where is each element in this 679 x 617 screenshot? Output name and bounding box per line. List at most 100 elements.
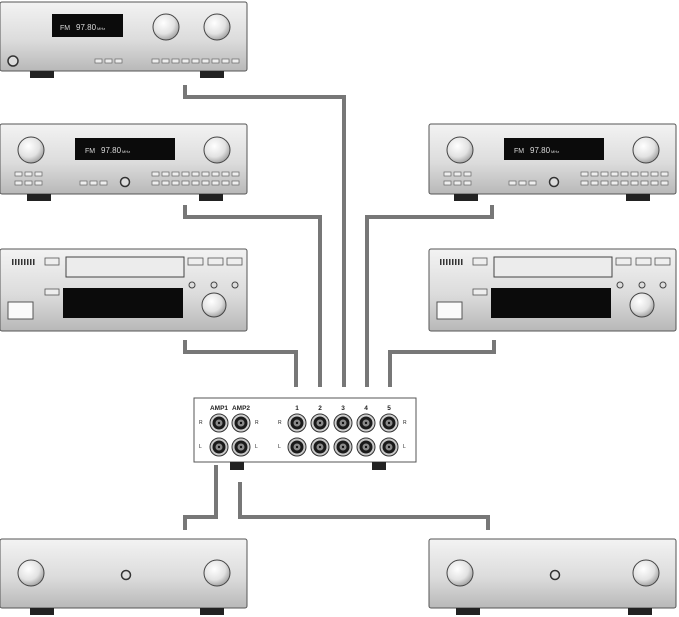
cd-tray-icon: [493, 256, 613, 278]
rca-jack-icon: [356, 413, 376, 433]
source-label-1: 1: [295, 405, 299, 412]
button-icon: [44, 257, 60, 266]
power-button-icon: [7, 55, 19, 67]
cable-right-cd: [388, 340, 496, 387]
device-foot-icon: [30, 71, 54, 78]
rca-jack-icon: [287, 437, 307, 457]
button-icon: [226, 257, 243, 266]
right-cd-player: [428, 248, 677, 332]
source-label-4: 4: [364, 405, 368, 412]
right-power-amplifier: [428, 538, 677, 615]
slot-icon: [436, 301, 463, 320]
display-band: FM: [60, 25, 70, 32]
channel-l-label: L: [255, 444, 258, 450]
button-icon: [659, 281, 667, 289]
rca-jack-icon: [209, 437, 229, 457]
left-power-amplifier: [0, 538, 248, 615]
cable-amp2-out: [238, 482, 490, 530]
button-icon: [616, 281, 624, 289]
display-icon: [504, 138, 604, 160]
device-foot-icon: [200, 71, 224, 78]
button-icon: [231, 281, 239, 289]
device-foot-icon: [30, 608, 54, 615]
display-icon: [75, 138, 175, 160]
knob-icon: [203, 13, 231, 41]
device-foot-icon: [456, 608, 480, 615]
knob-icon: [17, 559, 45, 587]
device-foot-icon: [230, 462, 244, 470]
display-unit: MHz: [122, 149, 130, 154]
knob-icon: [203, 136, 231, 164]
rca-jack-icon: [333, 413, 353, 433]
knob-icon: [203, 559, 231, 587]
button-icon: [207, 257, 224, 266]
rca-jack-icon: [209, 413, 229, 433]
rca-jack-icon: [310, 437, 330, 457]
knob-icon: [446, 559, 474, 587]
knob-icon: [17, 136, 45, 164]
cable-left-cd: [183, 340, 298, 387]
cable-amp1-out: [183, 465, 218, 530]
rca-jack-icon: [310, 413, 330, 433]
display-band: FM: [514, 148, 524, 155]
button-icon: [210, 281, 218, 289]
rca-jack-icon: [333, 437, 353, 457]
device-foot-icon: [454, 194, 478, 201]
rca-jack-icon: [231, 413, 251, 433]
button-icon: [119, 176, 131, 188]
device-foot-icon: [199, 194, 223, 201]
source-label-2: 2: [318, 405, 322, 412]
power-button-icon: [549, 569, 561, 581]
button-icon: [548, 176, 560, 188]
brand-mark-icon: [12, 259, 35, 265]
button-icon: [654, 257, 671, 266]
display-band: FM: [85, 148, 95, 155]
slot-icon: [7, 301, 34, 320]
device-foot-icon: [200, 608, 224, 615]
speaker-switch-box: AMP1 AMP2 1 2 3 4 5 R L R L R L R L: [193, 397, 417, 470]
rca-jack-icon: [379, 437, 399, 457]
amp1-label: AMP1: [210, 405, 228, 412]
button-icon: [44, 288, 60, 296]
rca-jack-icon: [379, 413, 399, 433]
device-foot-icon: [628, 608, 652, 615]
display-frequency: 97.80: [101, 146, 122, 155]
channel-r-label: R: [255, 420, 259, 426]
channel-r-label: R: [278, 420, 282, 426]
rca-jack-icon: [356, 437, 376, 457]
left-cd-player: [0, 248, 248, 332]
button-icon: [188, 281, 196, 289]
rca-jacks: [209, 413, 399, 457]
channel-l-label: L: [278, 444, 281, 450]
display-icon: [491, 288, 611, 318]
knob-icon: [632, 559, 660, 587]
channel-l-label: L: [199, 444, 202, 450]
knob-icon: [629, 292, 655, 318]
source-label-3: 3: [341, 405, 345, 412]
cd-tray-icon: [65, 256, 185, 278]
display-frequency: 97.80: [76, 23, 97, 32]
button-icon: [472, 288, 488, 296]
knob-icon: [152, 13, 180, 41]
button-icon: [472, 257, 488, 266]
button-icon: [638, 281, 646, 289]
device-foot-icon: [372, 462, 386, 470]
display-icon: [52, 14, 123, 37]
button-icon: [635, 257, 652, 266]
source-label-5: 5: [387, 405, 391, 412]
cable-top-tuner: [183, 85, 346, 387]
display-frequency: 97.80: [530, 146, 551, 155]
cable-right-receiver: [365, 205, 494, 387]
channel-r-label: R: [199, 420, 203, 426]
channel-r-label: R: [403, 420, 407, 426]
amp2-label: AMP2: [232, 405, 250, 412]
top-tuner-amplifier: FM 97.80 MHz: [0, 1, 248, 78]
rca-jack-icon: [287, 413, 307, 433]
knob-icon: [632, 136, 660, 164]
right-receiver: FM 97.80 MHz: [428, 123, 677, 201]
device-foot-icon: [626, 194, 650, 201]
knob-icon: [201, 292, 227, 318]
brand-mark-icon: [440, 259, 463, 265]
channel-l-label: L: [403, 444, 406, 450]
